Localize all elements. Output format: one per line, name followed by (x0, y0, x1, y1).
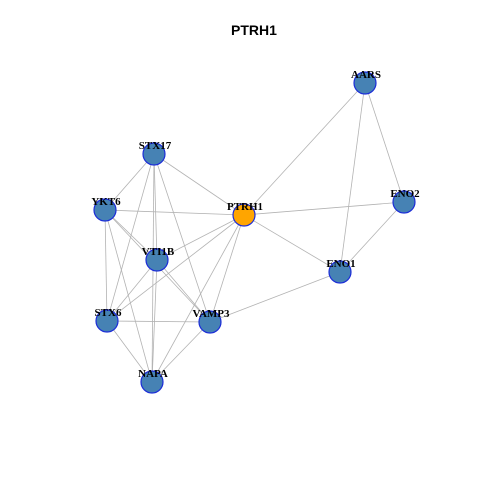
edge-layer (104, 82, 405, 383)
edge-eno2-eno1 (339, 201, 405, 273)
node-label-vti1b: VTI1B (142, 246, 175, 258)
edge-vti1b-stx6 (106, 259, 158, 322)
node-label-aars: AARS (351, 69, 381, 81)
edge-ykt6-stx6 (104, 209, 108, 322)
edge-aars-eno1 (339, 82, 366, 273)
node-stx17[interactable]: STX17 (139, 140, 172, 166)
node-vamp3[interactable]: VAMP3 (192, 308, 230, 334)
node-ptrh1[interactable]: PTRH1 (227, 201, 263, 227)
edge-aars-eno2 (364, 82, 405, 203)
edge-ykt6-napa (104, 209, 153, 383)
node-circle-aars[interactable] (353, 71, 377, 95)
edge-stx17-vamp3 (153, 153, 211, 323)
node-label-stx17: STX17 (139, 140, 172, 152)
node-circle-napa[interactable] (140, 370, 164, 394)
node-circle-vti1b[interactable] (145, 248, 169, 272)
edge-stx6-vamp3 (106, 320, 211, 323)
node-eno1[interactable]: ENO1 (326, 258, 356, 284)
node-circle-ykt6[interactable] (93, 198, 117, 222)
edge-ptrh1-eno2 (243, 201, 405, 216)
node-ykt6[interactable]: YKT6 (91, 196, 121, 222)
edge-eno1-vamp3 (209, 271, 341, 323)
node-aars[interactable]: AARS (351, 69, 381, 95)
node-label-napa: NAPA (138, 368, 168, 380)
node-label-vamp3: VAMP3 (192, 308, 230, 320)
edge-vti1b-vamp3 (156, 259, 211, 323)
edge-ptrh1-vti1b (156, 214, 245, 261)
node-circle-vamp3[interactable] (198, 310, 222, 334)
node-label-eno2: ENO2 (390, 188, 420, 200)
node-circle-stx17[interactable] (142, 142, 166, 166)
edge-ptrh1-napa (151, 214, 245, 383)
node-circle-ptrh1[interactable] (232, 203, 256, 227)
node-eno2[interactable]: ENO2 (390, 188, 420, 214)
node-vti1b[interactable]: VTI1B (142, 246, 175, 272)
edge-vamp3-napa (151, 321, 211, 383)
node-label-ykt6: YKT6 (91, 196, 121, 208)
edge-ptrh1-ykt6 (104, 209, 245, 216)
node-circle-stx6[interactable] (95, 309, 119, 333)
edge-ptrh1-stx17 (153, 153, 245, 216)
graph-title: PTRH1 (231, 22, 277, 38)
edge-stx17-ykt6 (104, 153, 155, 211)
edge-ptrh1-stx6 (106, 214, 245, 322)
edge-stx17-vti1b (153, 153, 158, 261)
node-stx6[interactable]: STX6 (95, 307, 122, 333)
edge-ptrh1-vamp3 (209, 214, 245, 323)
edge-stx6-napa (106, 320, 153, 383)
node-label-ptrh1: PTRH1 (227, 201, 263, 213)
node-circle-eno1[interactable] (328, 260, 352, 284)
edge-ptrh1-aars (243, 82, 366, 216)
node-label-stx6: STX6 (95, 307, 122, 319)
node-napa[interactable]: NAPA (138, 368, 168, 394)
node-label-eno1: ENO1 (326, 258, 355, 270)
edge-ptrh1-eno1 (243, 214, 341, 273)
edge-ykt6-vti1b (104, 209, 158, 261)
node-circle-eno2[interactable] (392, 190, 416, 214)
edge-vti1b-napa (151, 259, 158, 383)
